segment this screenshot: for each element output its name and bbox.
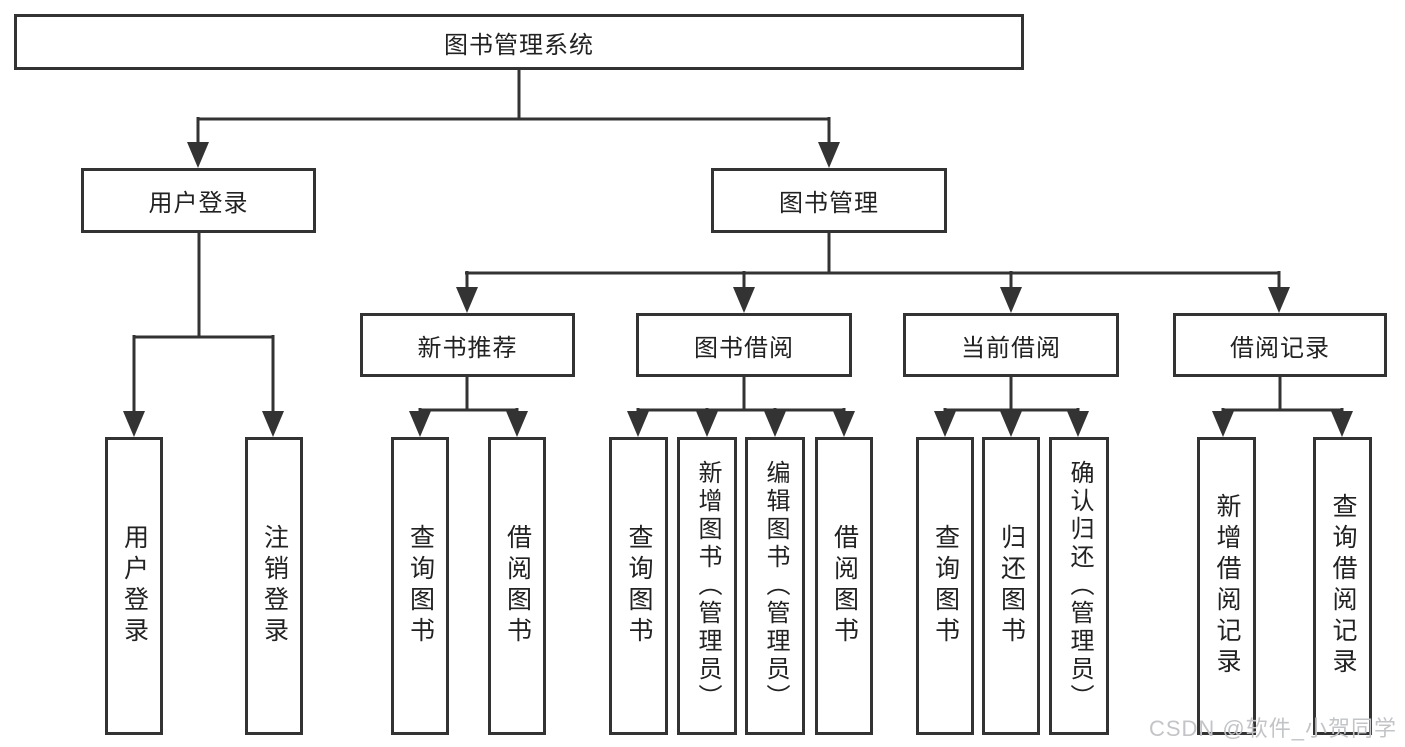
node-book-borrowing: 图书借阅 [636,313,852,377]
connector-newbook-children [418,377,519,418]
node-leaf-user-login: 用户登录 [105,437,163,735]
node-leaf-add-books-admin: 新增图书（管理员） [677,437,737,735]
node-leaf-query-borrow-record: 查询借阅记录 [1313,437,1372,735]
arrowheads-level4 [123,411,1353,437]
node-label: 新增图书（管理员） [694,460,721,712]
connector-bookmgmt-to-sections [465,233,1281,291]
node-label: 归还图书 [997,524,1026,648]
node-label: 注销登录 [260,524,289,648]
connector-root-to-level2 [196,70,831,146]
node-leaf-query-books-2: 查询图书 [609,437,668,735]
node-label: 查询图书 [931,524,960,648]
node-label: 编辑图书（管理员） [762,460,789,712]
node-leaf-confirm-return-admin: 确认归还（管理员） [1049,437,1109,735]
arrowheads-level3 [456,287,1290,313]
node-current-borrowing: 当前借阅 [903,313,1119,377]
connector-borrowrecord-children [1221,377,1344,418]
connector-bookborrow-children [636,377,846,418]
node-label: 借阅图书 [830,524,859,648]
node-label: 新增借阅记录 [1213,493,1241,679]
node-leaf-add-borrow-record: 新增借阅记录 [1197,437,1256,735]
node-new-book-recommend: 新书推荐 [360,313,575,377]
watermark: CSDN @软件_小贺同学 [1148,716,1397,741]
node-leaf-return-books: 归还图书 [982,437,1040,735]
connector-userlogin-children [132,233,275,415]
node-label: 借阅图书 [503,524,532,648]
node-label: 查询图书 [406,524,435,648]
node-borrowing-records: 借阅记录 [1173,313,1387,377]
node-label: 查询借阅记录 [1329,493,1357,679]
node-library-system: 图书管理系统 [14,14,1024,70]
node-label: 确认归还（管理员） [1066,460,1093,712]
node-leaf-borrow-books-1: 借阅图书 [488,437,546,735]
node-leaf-query-books-1: 查询图书 [391,437,449,735]
node-label: 查询图书 [625,524,653,648]
node-leaf-logout: 注销登录 [245,437,303,735]
node-user-login-branch: 用户登录 [81,168,316,233]
arrowheads-level2 [187,142,840,168]
node-leaf-query-books-3: 查询图书 [916,437,974,735]
node-label: 用户登录 [120,524,149,648]
node-leaf-edit-books-admin: 编辑图书（管理员） [745,437,805,735]
node-leaf-borrow-books-2: 借阅图书 [815,437,873,735]
node-book-management-branch: 图书管理 [711,168,947,233]
